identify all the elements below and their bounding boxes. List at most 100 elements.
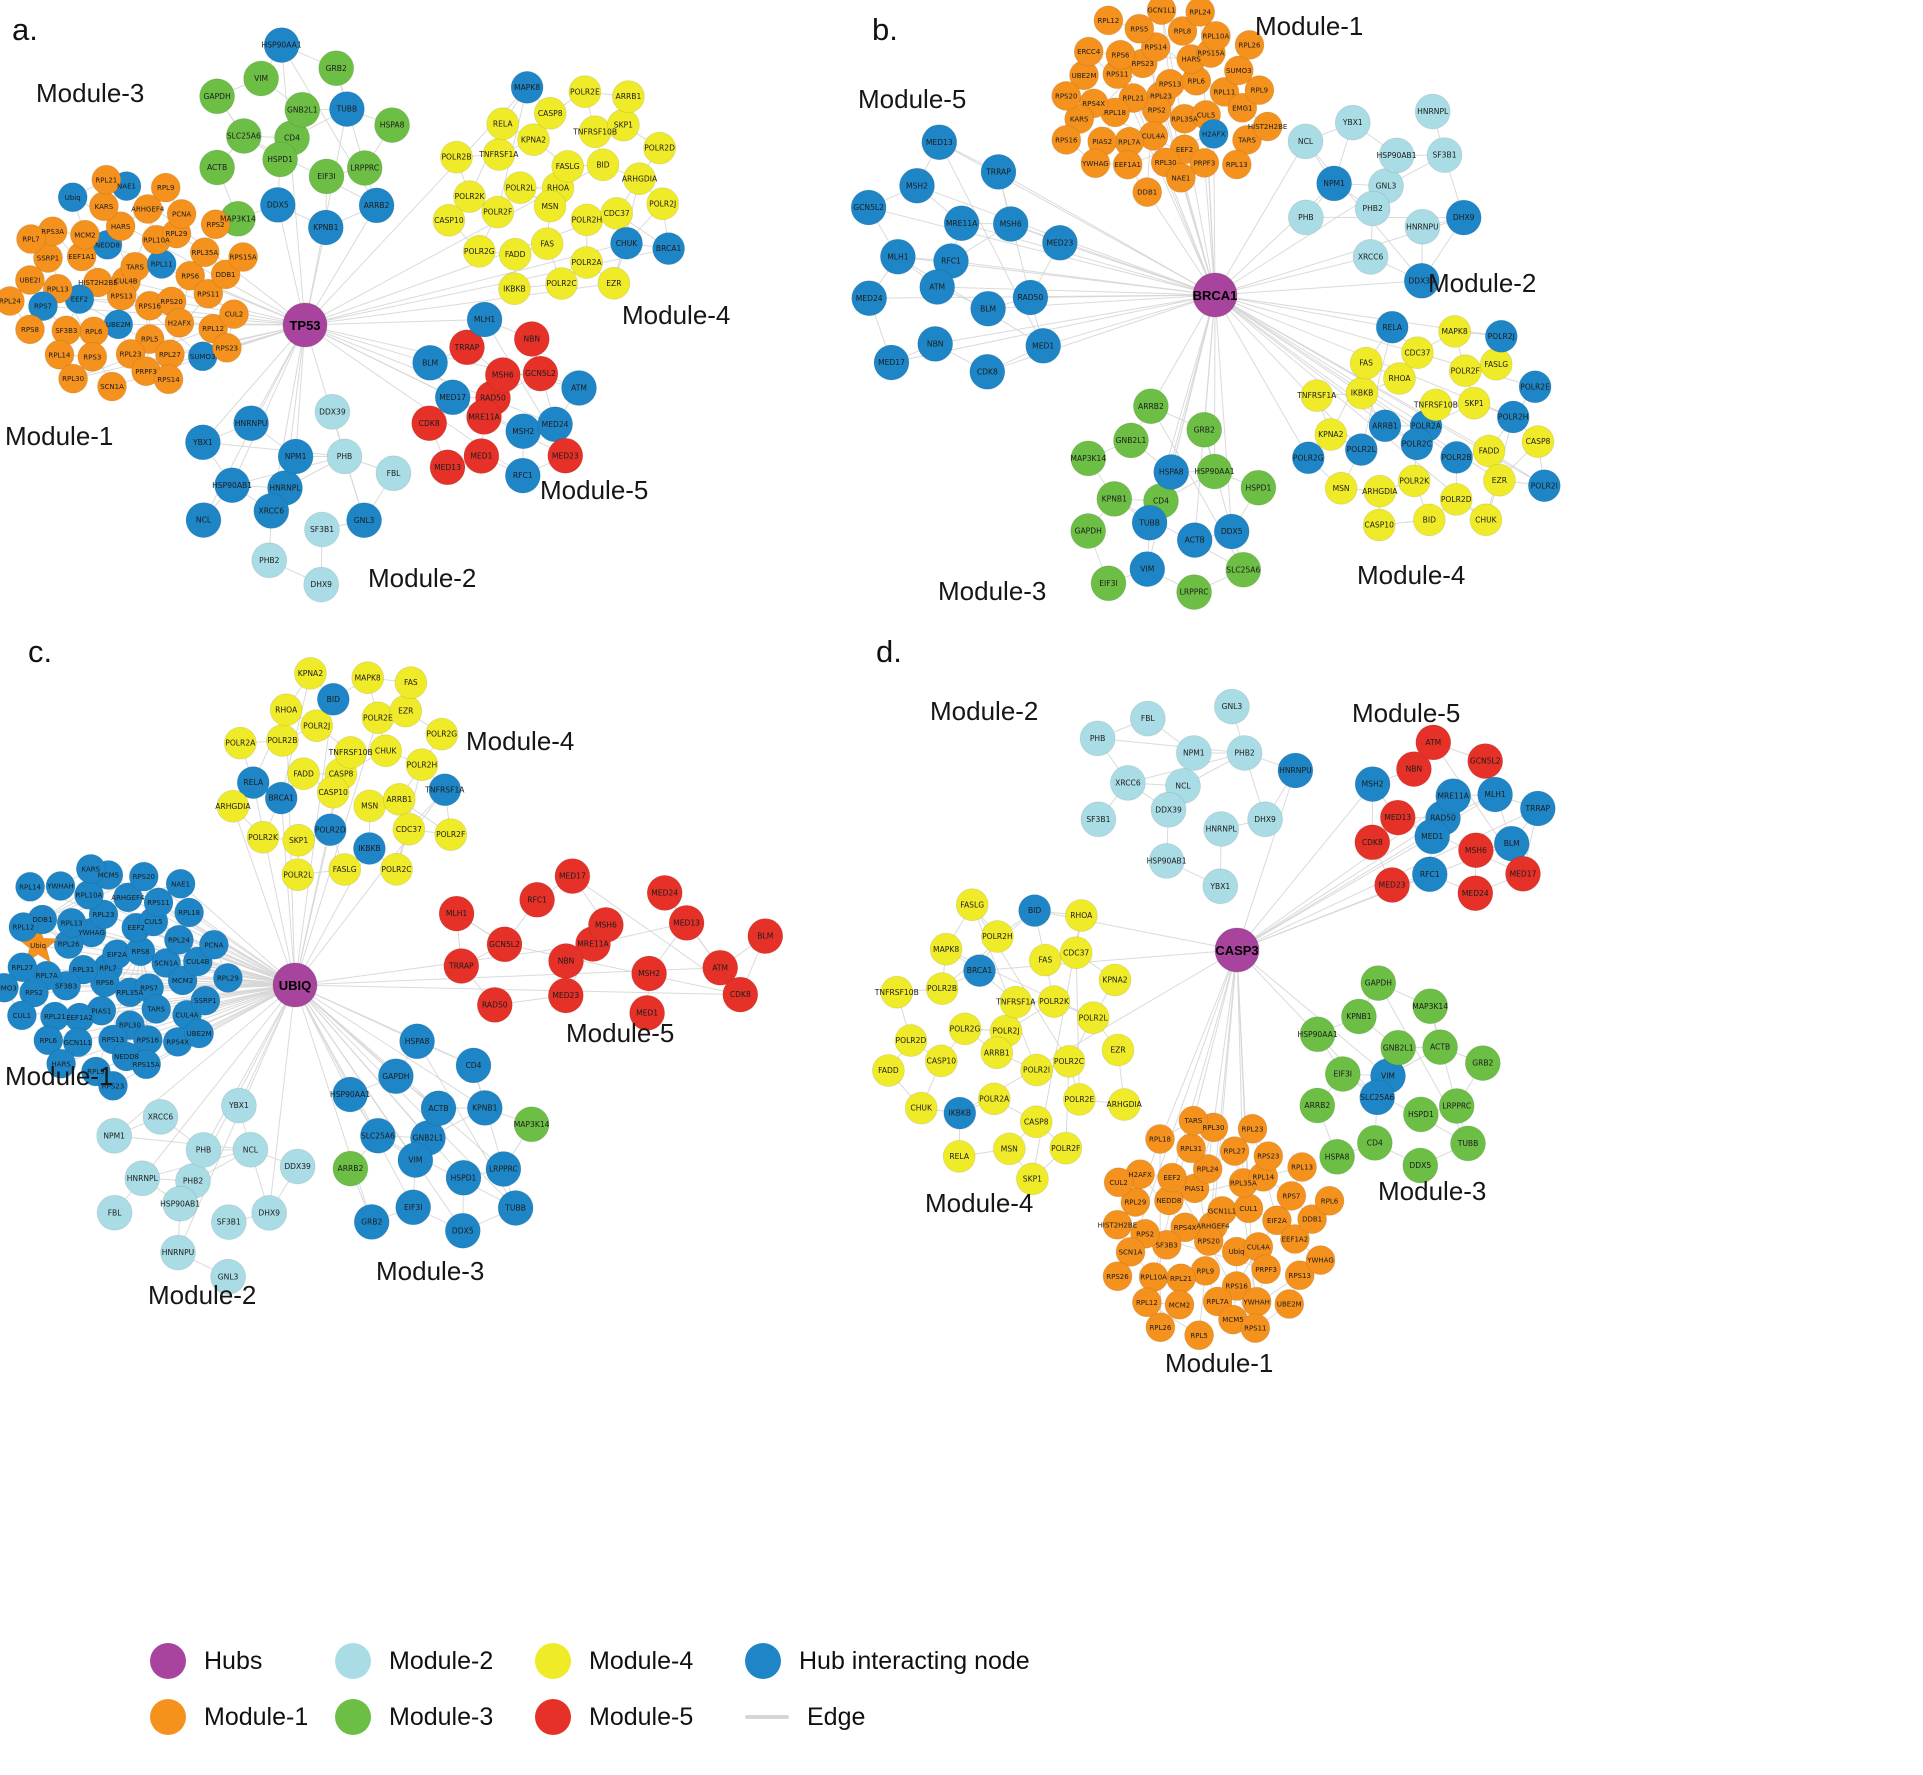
gene-label-RPL23: RPL23 xyxy=(1150,93,1172,101)
edge xyxy=(48,984,296,1041)
gene-label-DHX9: DHX9 xyxy=(1254,815,1276,824)
gene-label-ARRB1: ARRB1 xyxy=(386,795,412,804)
gene-label-NBN: NBN xyxy=(558,957,575,966)
module-5-swatch xyxy=(535,1699,571,1735)
gene-node-CHUK xyxy=(904,1091,938,1125)
legend-column: Module-2 Module-3 xyxy=(335,1640,535,1738)
gene-node-ARRB2 xyxy=(1133,388,1169,425)
gene-node-KPNB1 xyxy=(1341,998,1377,1035)
gene-label-HSP90AB1: HSP90AB1 xyxy=(1147,857,1187,866)
gene-label-RFC1: RFC1 xyxy=(941,257,961,266)
gene-node-MSH6 xyxy=(588,907,624,943)
gene-label-MED17: MED17 xyxy=(1510,869,1537,878)
gene-label-RHOA: RHOA xyxy=(547,184,570,193)
gene-node-RELA xyxy=(486,107,520,141)
gene-label-ARRB2: ARRB2 xyxy=(338,1164,364,1173)
gene-node-PHB2 xyxy=(1226,735,1263,771)
gene-label-RPL24: RPL24 xyxy=(1189,9,1211,17)
gene-label-NAE1: NAE1 xyxy=(171,880,190,888)
gene-label-CUL1: CUL1 xyxy=(13,1012,31,1020)
gene-label-FBL: FBL xyxy=(387,469,402,478)
edge xyxy=(1059,242,1216,296)
gene-node-RPS23 xyxy=(1253,1141,1284,1171)
gene-node-HSPA8 xyxy=(399,1023,436,1060)
gene-label-GAPDH: GAPDH xyxy=(1365,979,1392,988)
gene-label-XRCC6: XRCC6 xyxy=(1358,253,1384,262)
gene-node-RPS15A xyxy=(131,1049,162,1080)
gene-node-CDC37 xyxy=(1401,336,1434,370)
gene-label-SF3B3: SF3B3 xyxy=(55,982,77,990)
gene-label-CASP10: CASP10 xyxy=(318,788,348,797)
gene-label-ACTB: ACTB xyxy=(207,163,227,172)
gene-label-MSH6: MSH6 xyxy=(595,921,617,930)
gene-node-POLR2D xyxy=(313,813,347,847)
gene-node-MED17 xyxy=(434,379,471,416)
gene-node-ARHGDIA xyxy=(623,162,656,196)
gene-node-H2AFX xyxy=(164,307,195,338)
gene-label-CASP10: CASP10 xyxy=(434,216,464,225)
gene-label-PHB2: PHB2 xyxy=(259,556,279,565)
gene-label-KPNB1: KPNB1 xyxy=(1346,1012,1371,1021)
gene-node-MED17 xyxy=(873,344,910,381)
gene-label-RELA: RELA xyxy=(1382,323,1402,332)
gene-label-PCNA: PCNA xyxy=(204,941,223,949)
gene-label-RPS6: RPS6 xyxy=(181,272,200,280)
gene-label-BLM: BLM xyxy=(980,304,996,313)
gene-node-RPL35A xyxy=(189,237,220,268)
gene-label-POLR2A: POLR2A xyxy=(572,258,603,267)
gene-label-RPL24: RPL24 xyxy=(168,936,190,944)
gene-node-CDC37 xyxy=(392,812,426,846)
gene-node-RFC1 xyxy=(519,881,555,918)
gene-node-RPL10A xyxy=(1201,21,1231,51)
gene-node-TUBB xyxy=(328,91,365,127)
gene-label-YBX1: YBX1 xyxy=(1209,882,1230,891)
gene-node-POLR2L xyxy=(1076,1001,1110,1035)
gene-label-POLR2G: POLR2G xyxy=(426,730,457,739)
gene-label-TNFRSF10B: TNFRSF10B xyxy=(1413,401,1458,410)
edge xyxy=(1214,294,1393,328)
hub-node-UBIQ xyxy=(272,962,318,1008)
gene-label-DDX39: DDX39 xyxy=(1155,805,1182,814)
gene-node-CDC37 xyxy=(600,196,634,230)
gene-node-POLR2C xyxy=(380,852,413,886)
gene-label-EEF2: EEF2 xyxy=(128,924,145,932)
gene-label-BLM: BLM xyxy=(422,358,438,367)
gene-label-POLR2D: POLR2D xyxy=(315,825,346,834)
gene-label-GNB2L1: GNB2L1 xyxy=(287,105,318,114)
module-label-c-Module-2: Module-2 xyxy=(148,1280,256,1310)
gene-node-RPL24 xyxy=(163,924,194,955)
gene-label-RPL14: RPL14 xyxy=(49,351,71,359)
gene-node-PRPF3 xyxy=(1251,1254,1281,1285)
gene-label-IKBKB: IKBKB xyxy=(1351,389,1374,398)
gene-label-HSPD1: HSPD1 xyxy=(267,155,293,164)
gene-label-CASP10: CASP10 xyxy=(1364,521,1394,530)
gene-label-RPL11: RPL11 xyxy=(151,261,173,269)
gene-label-HNRNPU: HNRNPU xyxy=(1406,222,1439,231)
gene-node-GCN1L1 xyxy=(62,1027,93,1058)
gene-label-SCN1A: SCN1A xyxy=(154,960,178,968)
gene-label-NBN: NBN xyxy=(524,335,541,344)
module-label-d-Module-3: Module-3 xyxy=(1378,1176,1486,1206)
gene-label-MRE11A: MRE11A xyxy=(577,940,609,949)
gene-node-RPS13 xyxy=(1284,1260,1315,1291)
gene-label-RPL21: RPL21 xyxy=(44,1013,66,1021)
gene-node-DDX39 xyxy=(1403,262,1440,299)
gene-node-SLC25A6 xyxy=(359,1117,396,1154)
gene-node-SLC25A6 xyxy=(1225,551,1262,588)
gene-label-RPL12: RPL12 xyxy=(202,325,224,333)
gene-label-RPS20: RPS20 xyxy=(1055,93,1077,101)
gene-node-H2AFX xyxy=(1198,118,1229,149)
gene-node-TNFRSF1A xyxy=(1300,379,1334,413)
legend: Hubs Module-1 Module-2 Module-3 Module-4… xyxy=(150,1640,1030,1738)
gene-node-ATM xyxy=(702,949,739,986)
module-label-a-Module-1: Module-1 xyxy=(5,421,113,451)
gene-label-ARRB1: ARRB1 xyxy=(1372,421,1398,430)
gene-node-CUL2 xyxy=(1103,1167,1134,1198)
gene-label-HNRNPU: HNRNPU xyxy=(162,1248,195,1257)
gene-node-RPS15A xyxy=(228,242,259,272)
gene-label-CASP8: CASP8 xyxy=(538,109,563,118)
gene-label-MED24: MED24 xyxy=(856,294,883,303)
gene-node-POLR2I xyxy=(1527,469,1561,503)
gene-node-POLR2D xyxy=(894,1024,928,1057)
module-label-c-Module-4: Module-4 xyxy=(466,726,574,756)
